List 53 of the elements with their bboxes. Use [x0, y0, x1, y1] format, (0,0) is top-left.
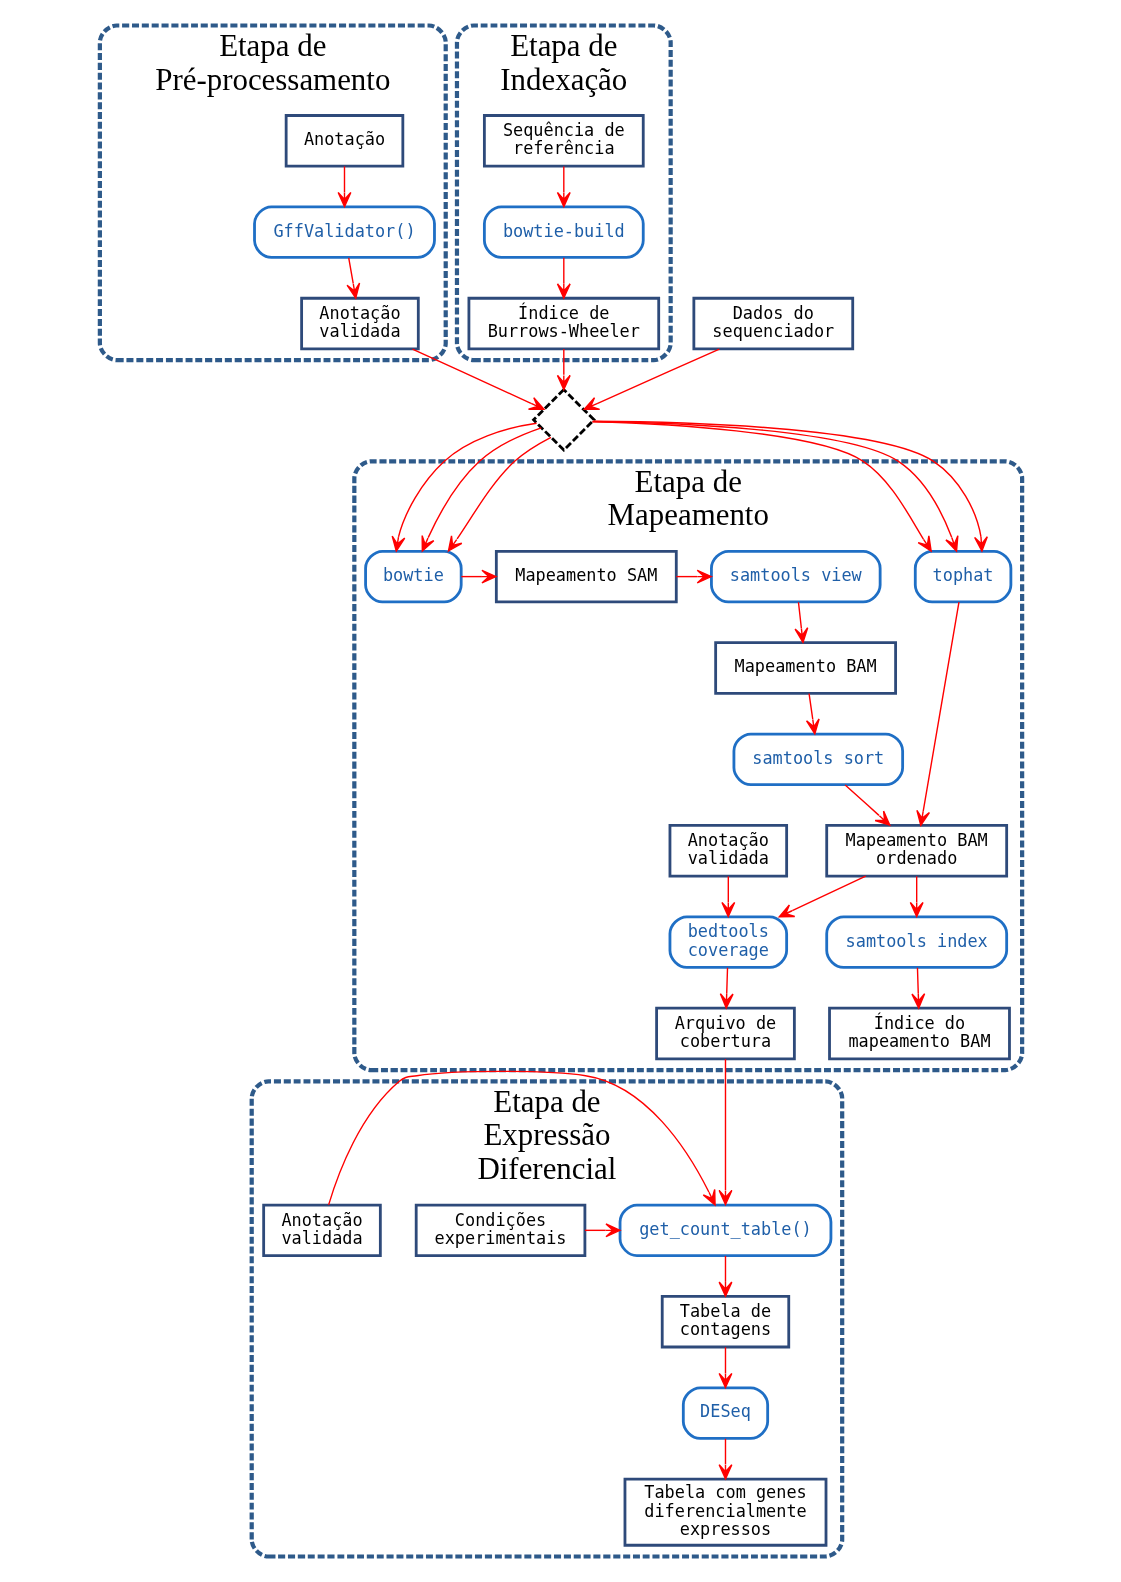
- node-box: Condições experimentais: [414, 1203, 586, 1258]
- node-box: Tabela de contagens: [660, 1295, 790, 1349]
- arrow: [583, 348, 720, 411]
- arrow: [345, 257, 360, 299]
- node-box: Mapeamento BAM ordenado: [824, 824, 1008, 878]
- arrow: [805, 692, 820, 735]
- arrow: [717, 1058, 732, 1206]
- arrow: [556, 165, 571, 208]
- node-box: Índice do mapeamento BAM: [827, 1006, 1011, 1061]
- node-box: bowtie-build: [482, 205, 645, 259]
- arrow: [460, 569, 497, 584]
- arrow: [720, 875, 735, 918]
- node-box: DESeq: [681, 1386, 769, 1440]
- arrow: [556, 257, 571, 299]
- node-box: Mapeamento BAM: [713, 641, 897, 695]
- node-box: samtools view: [709, 549, 882, 604]
- arrow: [411, 348, 545, 411]
- node-box: samtools index: [824, 915, 1008, 969]
- arrow: [420, 427, 542, 552]
- node-box: Anotação: [284, 114, 404, 168]
- arrow: [336, 165, 352, 208]
- node-box: GffValidator(): [252, 205, 436, 259]
- arrow: [327, 1070, 716, 1206]
- arrow: [843, 784, 891, 826]
- node-box: Sequência de referência: [482, 114, 645, 168]
- node-box: bedtools coverage: [668, 915, 788, 969]
- arrow: [583, 1223, 621, 1238]
- arrow: [910, 967, 925, 1009]
- arrow: [556, 348, 571, 391]
- node-box: Dados do sequenciador: [691, 296, 854, 351]
- arrow: [717, 1346, 732, 1389]
- node-box: Mapeamento SAM: [494, 549, 678, 604]
- node-box: tophat: [913, 549, 1012, 604]
- node-box: get_count_table(): [618, 1203, 832, 1258]
- node-box: Anotação validada: [299, 296, 420, 351]
- arrow: [447, 436, 552, 552]
- arrow: [915, 601, 960, 827]
- node-box: samtools sort: [732, 732, 904, 787]
- arrow: [675, 569, 712, 584]
- arrow: [719, 967, 734, 1009]
- node-box: Anotação validada: [261, 1203, 382, 1258]
- node-diamond: [531, 387, 596, 453]
- arrow: [793, 601, 808, 644]
- arrow: [717, 1438, 732, 1480]
- node-box: Tabela com genes diferencialmente expressos: [623, 1477, 827, 1547]
- arrow: [909, 875, 924, 918]
- arrow: [778, 875, 866, 918]
- node-box: Anotação validada: [668, 824, 788, 878]
- node-box: Índice de Burrows-Wheeler: [467, 296, 660, 351]
- node-box: Arquivo de cobertura: [654, 1006, 796, 1061]
- arrow: [717, 1255, 732, 1297]
- arrow: [391, 422, 537, 552]
- node-box: bowtie: [363, 549, 463, 604]
